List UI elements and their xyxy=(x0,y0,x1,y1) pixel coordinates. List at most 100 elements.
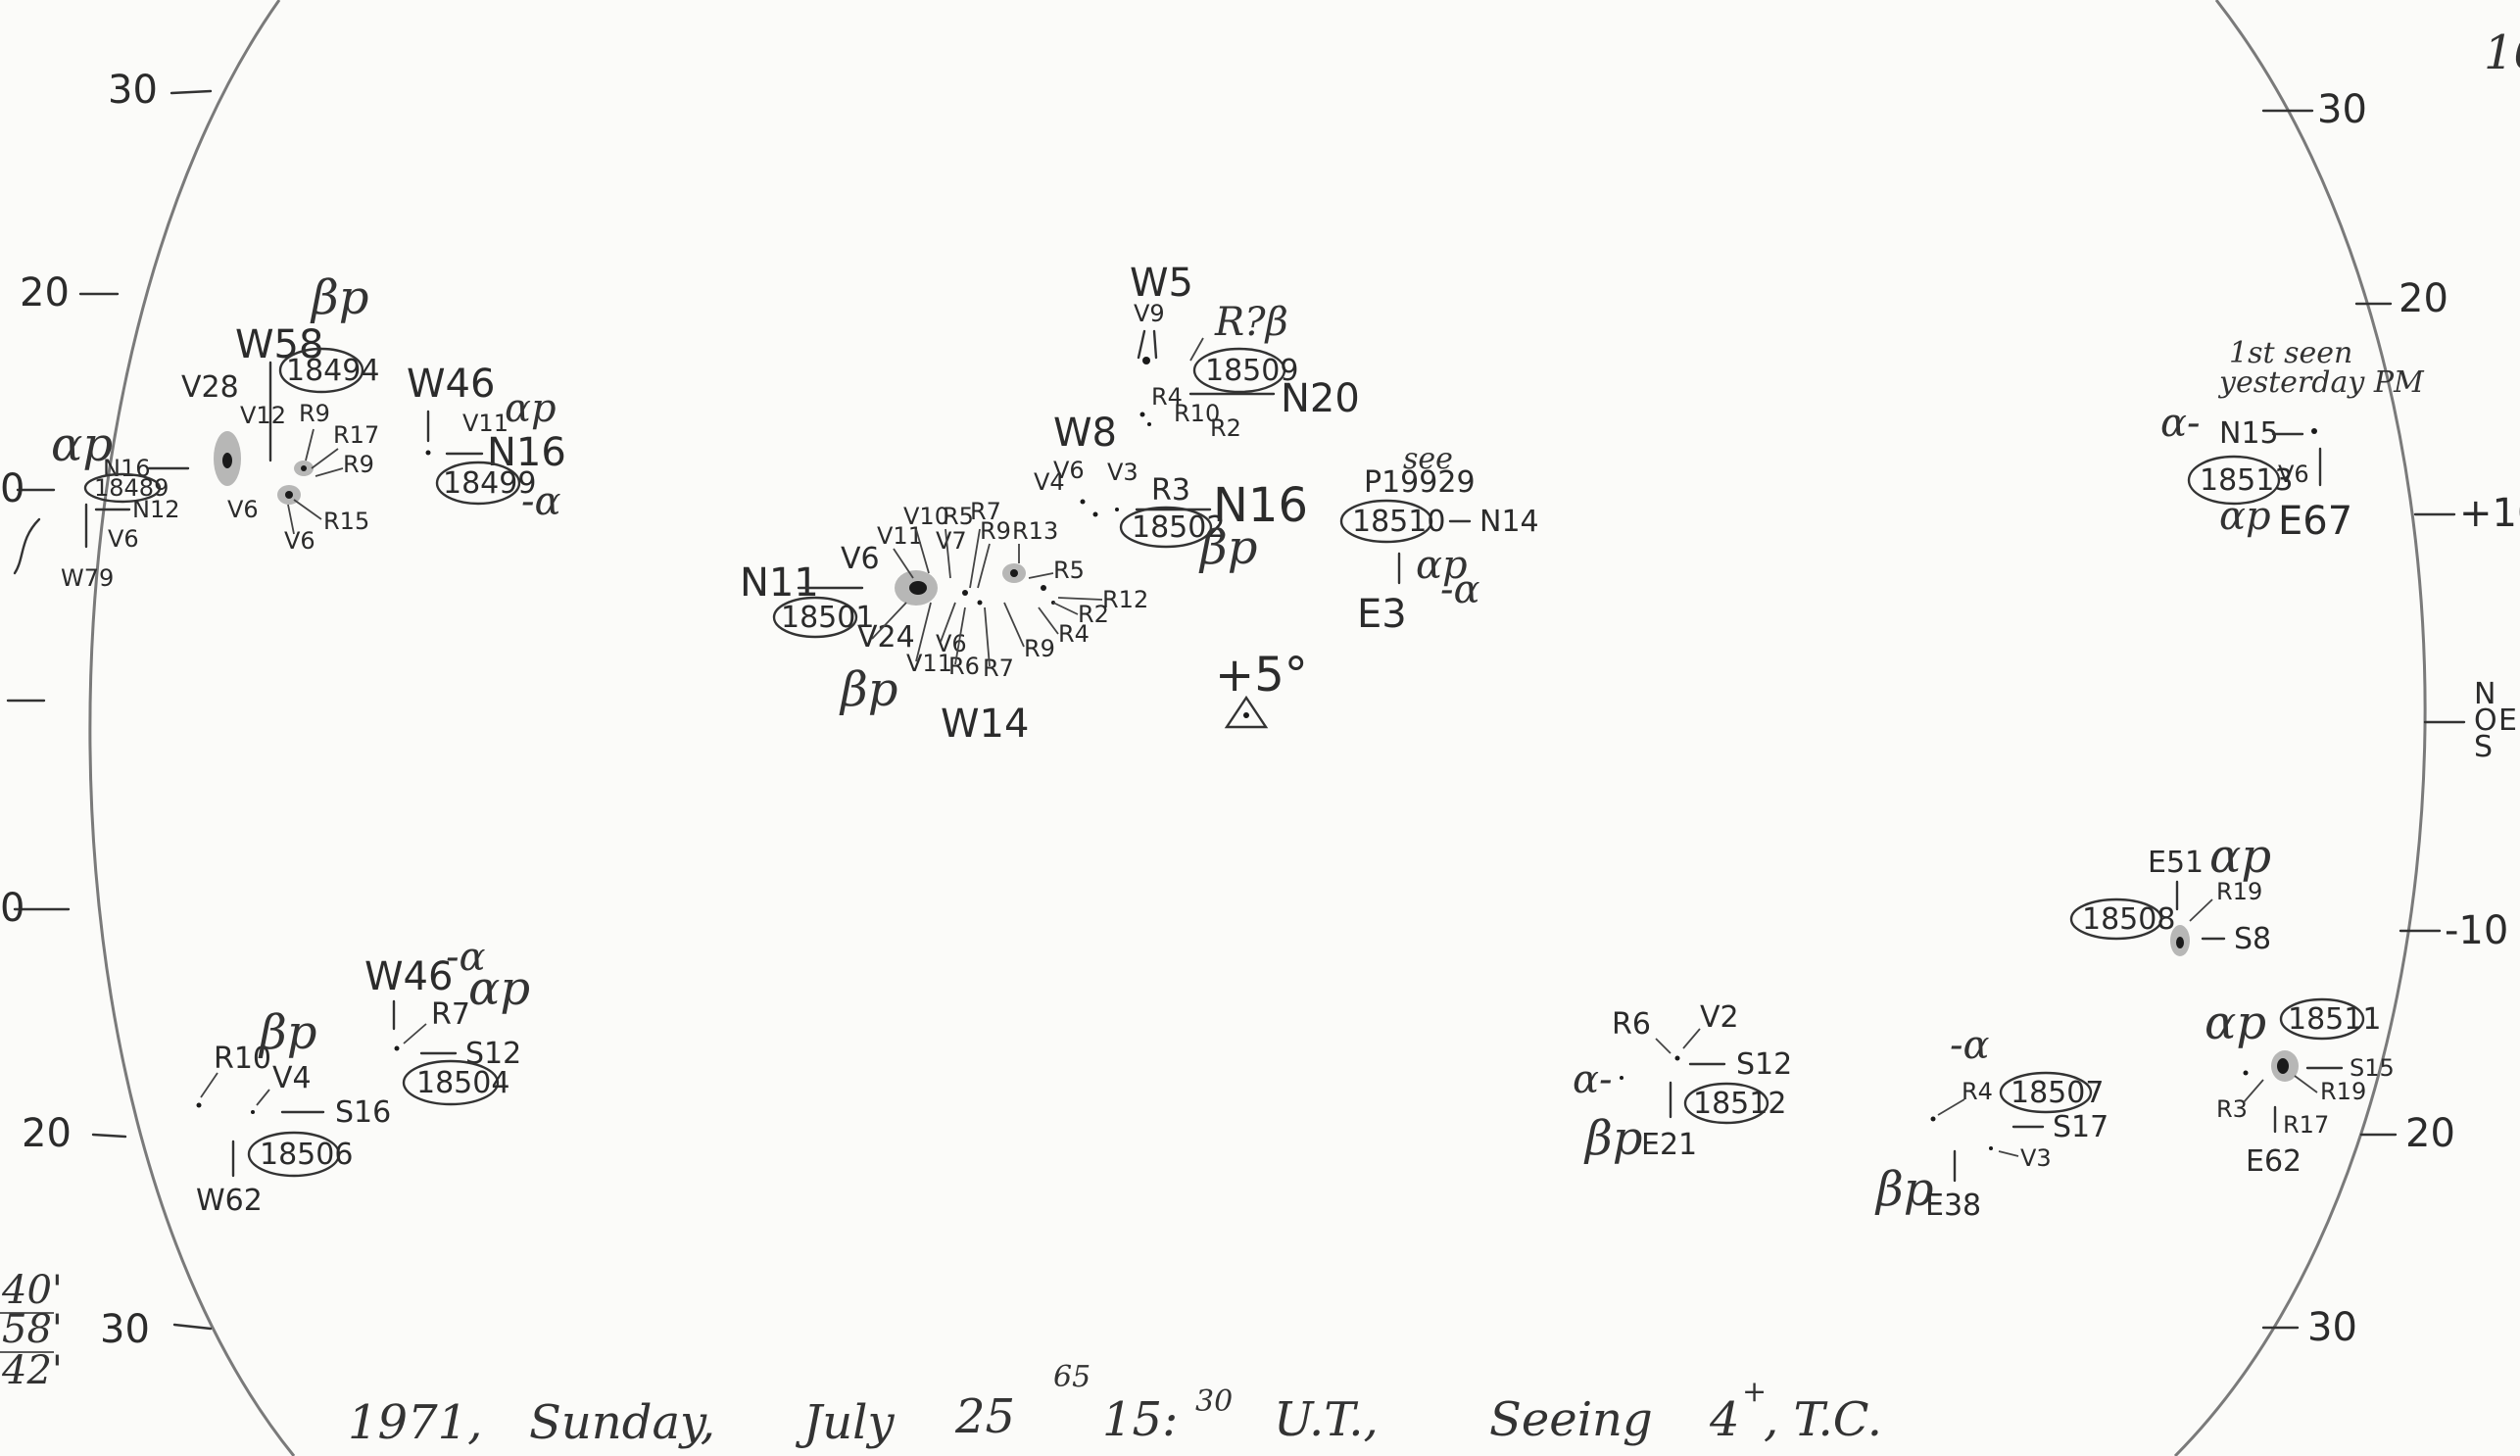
class-18513: αp xyxy=(2219,494,2271,539)
spot-18501-v24: V24 xyxy=(857,620,915,655)
corner-note-2: 58' xyxy=(2,1307,63,1352)
left-tick-30-top: 30 xyxy=(108,68,158,113)
spot-18501-r13: R13 xyxy=(1012,517,1058,545)
class-18506: βp xyxy=(258,1005,316,1060)
spot-18501-r7-b: R7 xyxy=(983,655,1014,682)
class-18489: αp xyxy=(51,417,113,472)
lon-18501: W14 xyxy=(941,702,1029,747)
prefix-18512: α- xyxy=(1573,1057,1613,1102)
num-18511: 18511 xyxy=(2288,1002,2381,1037)
spot-18509-r4: R4 xyxy=(1151,383,1183,411)
lon-18509: W5 xyxy=(1130,261,1193,306)
spot-18508-r19: R19 xyxy=(2216,878,2262,905)
spot-18512-r6: R6 xyxy=(1612,1007,1651,1042)
class-18502: βp xyxy=(1198,520,1257,575)
footer-day-fraction: 65 xyxy=(1053,1360,1090,1394)
spot-18502-r3: R3 xyxy=(1151,473,1190,508)
num-18499: 18499 xyxy=(443,466,536,501)
solar-limb-left xyxy=(88,0,296,1456)
corner-note-1: 40' xyxy=(1,1268,63,1313)
num-18508: 18508 xyxy=(2082,902,2175,937)
num-18510: 18510 xyxy=(1352,505,1445,539)
footer-time-hour: 15: xyxy=(1102,1392,1178,1447)
group-18502: W8 V4 V6 V3 R3 18502 N16 βp xyxy=(1034,411,1308,575)
spot-18507-r4: R4 xyxy=(1962,1078,1993,1105)
tilt-label: +5° xyxy=(1215,648,1308,703)
group-18511: αp 18511 S15 R19 R3 R17 E62 xyxy=(2205,995,2395,1179)
spot-18502-v4: V4 xyxy=(1034,468,1065,496)
spot-18501-r12: R12 xyxy=(1102,586,1148,613)
spot-18501-r2: R2 xyxy=(1078,601,1109,628)
group-18508: E51 αp R19 18508 S8 xyxy=(2069,829,2271,956)
group-18507: -α R4 18507 S17 V3 βp E38 xyxy=(1874,1023,2108,1223)
spot-18489-v6: V6 xyxy=(108,525,139,553)
num-18494: 18494 xyxy=(286,354,379,388)
group-18501: N11 18501 V6 V11 V10 R5 R7 V7 R9 R13 R5 … xyxy=(740,498,1148,747)
note-18510: see xyxy=(1403,442,1453,476)
group-18489: αp N16 18489 N12 V6 W79 xyxy=(13,417,190,592)
lat2-18489: N12 xyxy=(132,496,180,523)
group-18512: R6 V2 S12 α- 18512 βp E21 xyxy=(1573,1000,1792,1166)
group-18513: 1st seen yesterday PM α- N15 18513 V6 αp… xyxy=(2160,336,2425,544)
num-18509: 18509 xyxy=(1205,354,1298,388)
lon-18510: E3 xyxy=(1357,592,1407,637)
left-tick-20-bottom: 20 xyxy=(22,1111,72,1156)
spot-18511-r3: R3 xyxy=(2216,1095,2248,1123)
lat-18510: N14 xyxy=(1479,505,1539,539)
spot-18501-v6-b: V6 xyxy=(936,630,967,657)
spot-18509-v9: V9 xyxy=(1134,300,1165,327)
lat-18509: N20 xyxy=(1281,376,1360,421)
footer-seeing-plus: + xyxy=(1742,1375,1767,1409)
num-18513: 18513 xyxy=(2200,463,2293,498)
right-label-o: O xyxy=(2474,704,2497,738)
lon-18504: W46 xyxy=(364,954,453,999)
spot-18501-r6: R6 xyxy=(948,653,980,680)
spot-18501-v6: V6 xyxy=(841,542,880,576)
spot-18512-v2: V2 xyxy=(1700,1000,1739,1035)
prefix-18513: α- xyxy=(2160,401,2201,446)
spot-18499-v11: V11 xyxy=(462,410,509,437)
right-tick-30-bottom: 30 xyxy=(2307,1305,2357,1350)
lon-18502: W8 xyxy=(1053,411,1117,456)
num-18506: 18506 xyxy=(260,1138,353,1172)
solar-limb-right xyxy=(2173,0,2427,1456)
lon-18494: W58 xyxy=(235,322,323,367)
spot-18502-v3: V3 xyxy=(1107,459,1139,486)
right-tick-30-top: 30 xyxy=(2317,87,2367,132)
footer-day: 25 xyxy=(954,1389,1015,1444)
lon-18511: E62 xyxy=(2246,1144,2302,1179)
right-tick-plus10: +10 xyxy=(2459,491,2520,536)
class-18511: αp xyxy=(2205,995,2266,1050)
footer-seeing-value: 4 xyxy=(1709,1392,1740,1447)
group-18494: W58 βp 18494 V28 V12 R9 R17 R9 V6 V6 R15 xyxy=(181,270,379,555)
spot-18494-v28: V28 xyxy=(181,370,239,405)
spot-18501-r5-b: R5 xyxy=(1053,557,1085,584)
spot-18504-r7: R7 xyxy=(431,997,470,1032)
note1-18513: 1st seen xyxy=(2229,336,2352,370)
num-18512: 18512 xyxy=(1693,1087,1786,1121)
right-corner-number: 16 xyxy=(2484,25,2520,80)
spot-18509-r10: R10 xyxy=(1174,400,1220,427)
class-18512: βp xyxy=(1583,1111,1642,1166)
spot-18509-r2: R2 xyxy=(1210,414,1241,442)
spot-18501-v11: V11 xyxy=(877,522,923,550)
lon-18513: E67 xyxy=(2278,499,2352,544)
lon-18489: W79 xyxy=(61,564,114,592)
group-18506: R10 βp V4 S16 18506 W62 xyxy=(196,1005,391,1218)
class-18507: βp xyxy=(1874,1162,1933,1217)
group-18504: W46 -α αp R7 S12 18504 xyxy=(364,935,530,1106)
right-scale: 16 30 20 +10 N O E S -10 20 30 xyxy=(2261,25,2520,1350)
class-18510: αp xyxy=(1416,543,1468,588)
class-18508: αp xyxy=(2209,829,2271,884)
group-18510: see P19929 18510 N14 αp E3 -α xyxy=(1339,442,1539,637)
footer-month: July xyxy=(795,1395,896,1450)
lat-18506: S16 xyxy=(335,1095,391,1130)
lon-18506: W62 xyxy=(196,1184,263,1218)
lat-18513: N15 xyxy=(2219,416,2279,451)
suffix-18499: -α xyxy=(521,479,561,524)
spot-18494-v6-b: V6 xyxy=(284,527,315,555)
group-18499: W46 αp V11 N16 18499 -α xyxy=(407,362,566,524)
spot-18501-r9: R9 xyxy=(980,517,1011,545)
spot-18501-v7: V7 xyxy=(936,527,967,555)
lat-18499: N16 xyxy=(487,430,566,475)
